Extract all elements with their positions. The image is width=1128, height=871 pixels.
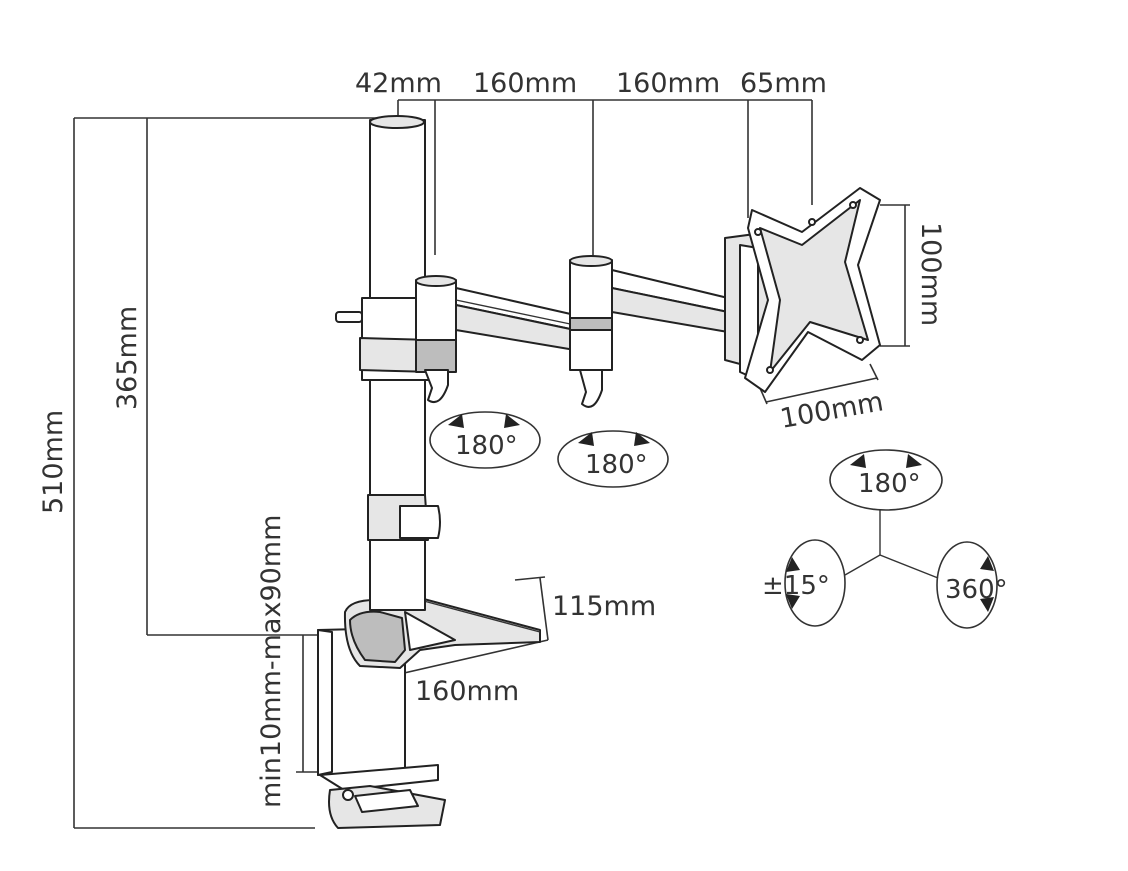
arm-joint-2 (569, 255, 729, 408)
label-160mm-arm1: 160mm (473, 68, 577, 99)
dimension-lines (73, 99, 910, 829)
label-base-depth: 115mm (552, 591, 656, 622)
rotation-symbols (429, 411, 998, 629)
label-plate-width: 100mm (778, 386, 886, 435)
label-65mm: 65mm (740, 68, 827, 99)
arm-joint-1 (415, 275, 576, 404)
rotation-labels: 180° 180° 180° ±15° 360° (455, 431, 1008, 605)
vesa-head (724, 187, 881, 393)
label-base-width: 160mm (415, 676, 519, 707)
pole-base (343, 597, 541, 669)
label-365mm: 365mm (112, 306, 143, 410)
label-510mm: 510mm (38, 410, 69, 514)
label-160mm-arm2: 160mm (616, 68, 720, 99)
label-arm1-rotation: 180° (455, 431, 518, 461)
label-42mm: 42mm (355, 68, 442, 99)
label-arm2-rotation: 180° (585, 450, 648, 480)
label-head-tilt-degrees: ±15° (762, 571, 830, 601)
label-plate-height: 100mm (915, 222, 946, 326)
label-clamp-range: min10mm-max90mm (256, 515, 287, 808)
label-head-tilt-rotation: 180° (858, 469, 921, 499)
label-head-rotate-degrees: 360° (945, 575, 1008, 605)
